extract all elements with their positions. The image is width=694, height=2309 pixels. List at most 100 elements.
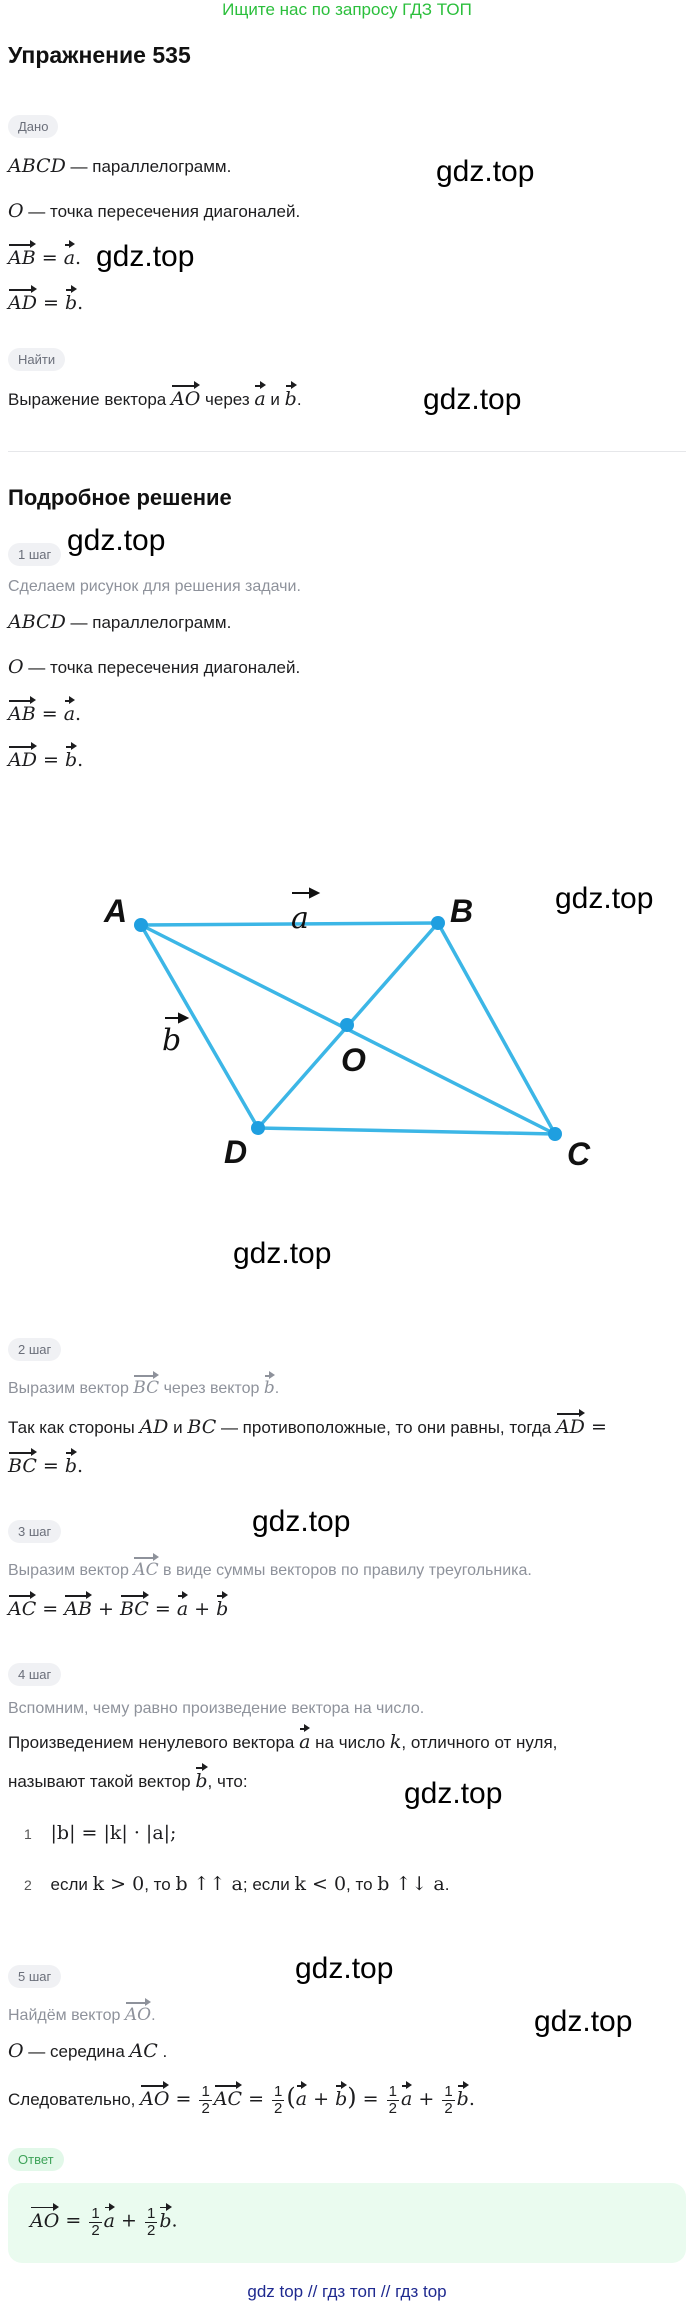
step5-line1-text: — середина [23,2042,130,2061]
footer-separator: // [376,2282,396,2301]
vec-b: b [335,2081,348,2110]
step2-hint: Выразим вектор BC через вектор b. [8,1371,280,1398]
step4-line-2: называют такой вектор b, что: [8,1763,248,1792]
vec-ao: AO [170,381,201,410]
footer-link-gdz-top-mixed[interactable]: гдз top [395,2282,447,2301]
vec-b: b [64,1448,78,1477]
step3-label: 3 шаг [8,1520,62,1543]
list-number: 2 [24,1877,32,1893]
vec-a: a [63,696,76,725]
step4-line-1: Произведением ненулевого вектора a на чи… [8,1724,557,1753]
step4-hint: Вспомним, чему равно произведение вектор… [8,1700,425,1717]
watermark-text: gdz.top [555,882,654,915]
step1-chip: 1 шаг [8,543,62,566]
vec-ad: AD [8,742,37,771]
find-label: Найти [8,348,66,371]
step1-hint: Сделаем рисунок для решения задачи. [8,578,301,595]
rel-opposite: b ↑↓ a [377,1873,445,1895]
watermark-text: gdz.top [423,383,522,416]
vec-a: a [103,2202,116,2232]
given-line2-text: — точка пересечения диагоналей. [23,202,301,221]
watermark-text: gdz.top [295,1952,394,1985]
list-end: . [444,1875,450,1894]
parallelogram-figure: A B C D O a b [103,887,591,1172]
watermark-text: gdz.top [67,524,166,557]
step1-label: 1 шаг [8,543,62,566]
vec-ao: AO [30,2202,60,2232]
step2-hint-end: . [274,1380,280,1397]
point-c [548,1127,562,1141]
list-if: если [50,1875,93,1894]
label-d: D [224,1134,247,1170]
vec-bc: BC [8,1448,37,1477]
step1-line-2: O — точка пересечения диагоналей. [8,656,300,678]
given-line1-text: — параллелограмм. [65,157,232,176]
watermark-text: gdz.top [436,155,535,188]
given-line-2: O — точка пересечения диагоналей. [8,200,300,222]
vec-a: a [299,1724,311,1753]
point-o-text: O [8,2040,24,2062]
top-banner[interactable]: Ищите нас по запросу ГДЗ ТОП [222,0,472,19]
step3-chip: 3 шаг [8,1520,62,1543]
answer-end: . [171,2209,178,2232]
side-ab [140,921,439,927]
step1-eq-1: AB = a. [8,696,82,725]
list-then: , то [144,1875,176,1894]
find-and: и [265,390,285,409]
vec-b: b [159,2202,172,2232]
step2-hint-prefix: Выразим вектор [8,1380,134,1397]
watermark-text: gdz.top [404,1777,503,1810]
step2-line-2: BC = b. [8,1448,84,1477]
answer-box [8,2183,686,2263]
vec-a: a [400,2081,413,2110]
step4-line1-prefix: Произведением ненулевого вектора [8,1733,300,1752]
step2-line-1: Так как стороны AD и BC — противоположны… [8,1409,607,1438]
given-eq-2: AD = b. [8,285,84,314]
side-da [139,924,260,1129]
footer-link-gdz-top-ru[interactable]: гдз топ [322,2282,377,2301]
k-var: k [389,1731,402,1753]
list-item: 2 если k > 0, то b ↑↑ a; если k < 0, то … [24,1873,449,1895]
arrow-a-head [309,887,321,899]
vec-ab: AB [8,696,36,725]
arrow-b-head [178,1012,190,1024]
label-vec-b: b [162,1023,181,1058]
step1-line1-text: — параллелограмм. [65,613,232,632]
step2-line-prefix: Так как стороны [8,1418,140,1437]
footer-link-gdz-top[interactable]: gdz top [247,2282,304,2301]
list-then-2: , то [346,1875,378,1894]
vec-b: b [64,285,78,314]
page-title: Упражнение 535 [8,42,191,68]
step3-hint-end: в виде суммы векторов по правилу треугол… [158,1562,532,1579]
solution-title: Подробное решение [8,485,232,510]
answer-label: Ответ [8,2148,64,2171]
watermark-text: gdz.top [233,1237,332,1270]
vec-ad: AD [8,285,37,314]
step5-label: 5 шаг [8,1965,62,1988]
step4-chip: 4 шаг [8,1663,62,1686]
list-item: 1 |b| = |k| · |a|; [24,1822,176,1844]
given-line2-math: O [8,200,24,222]
step5-hint: Найдём вектор AO. [8,1998,156,2025]
step2-hint-mid: через вектор [159,1380,264,1397]
figure-points [134,916,562,1141]
point-b [431,916,445,930]
step2-and: и [168,1418,188,1437]
vec-a: a [295,2081,308,2110]
find-line: Выражение вектора AO через a и b. [8,381,302,410]
step3-eq: AC = AB + BC = a + b [8,1591,229,1620]
step1-eq-2: AD = b. [8,742,84,771]
section-divider [8,451,686,452]
step4-line2-prefix: называют такой вектор [8,1772,196,1791]
step3-hint: Выразим вектор AC в виде суммы векторов … [8,1553,532,1580]
step5-hint-prefix: Найдём вектор [8,2007,125,2024]
seg-bc: BC [187,1416,217,1438]
vec-ao: AO [140,2081,170,2110]
vec-b: b [263,1371,275,1398]
point-d [251,1121,265,1135]
